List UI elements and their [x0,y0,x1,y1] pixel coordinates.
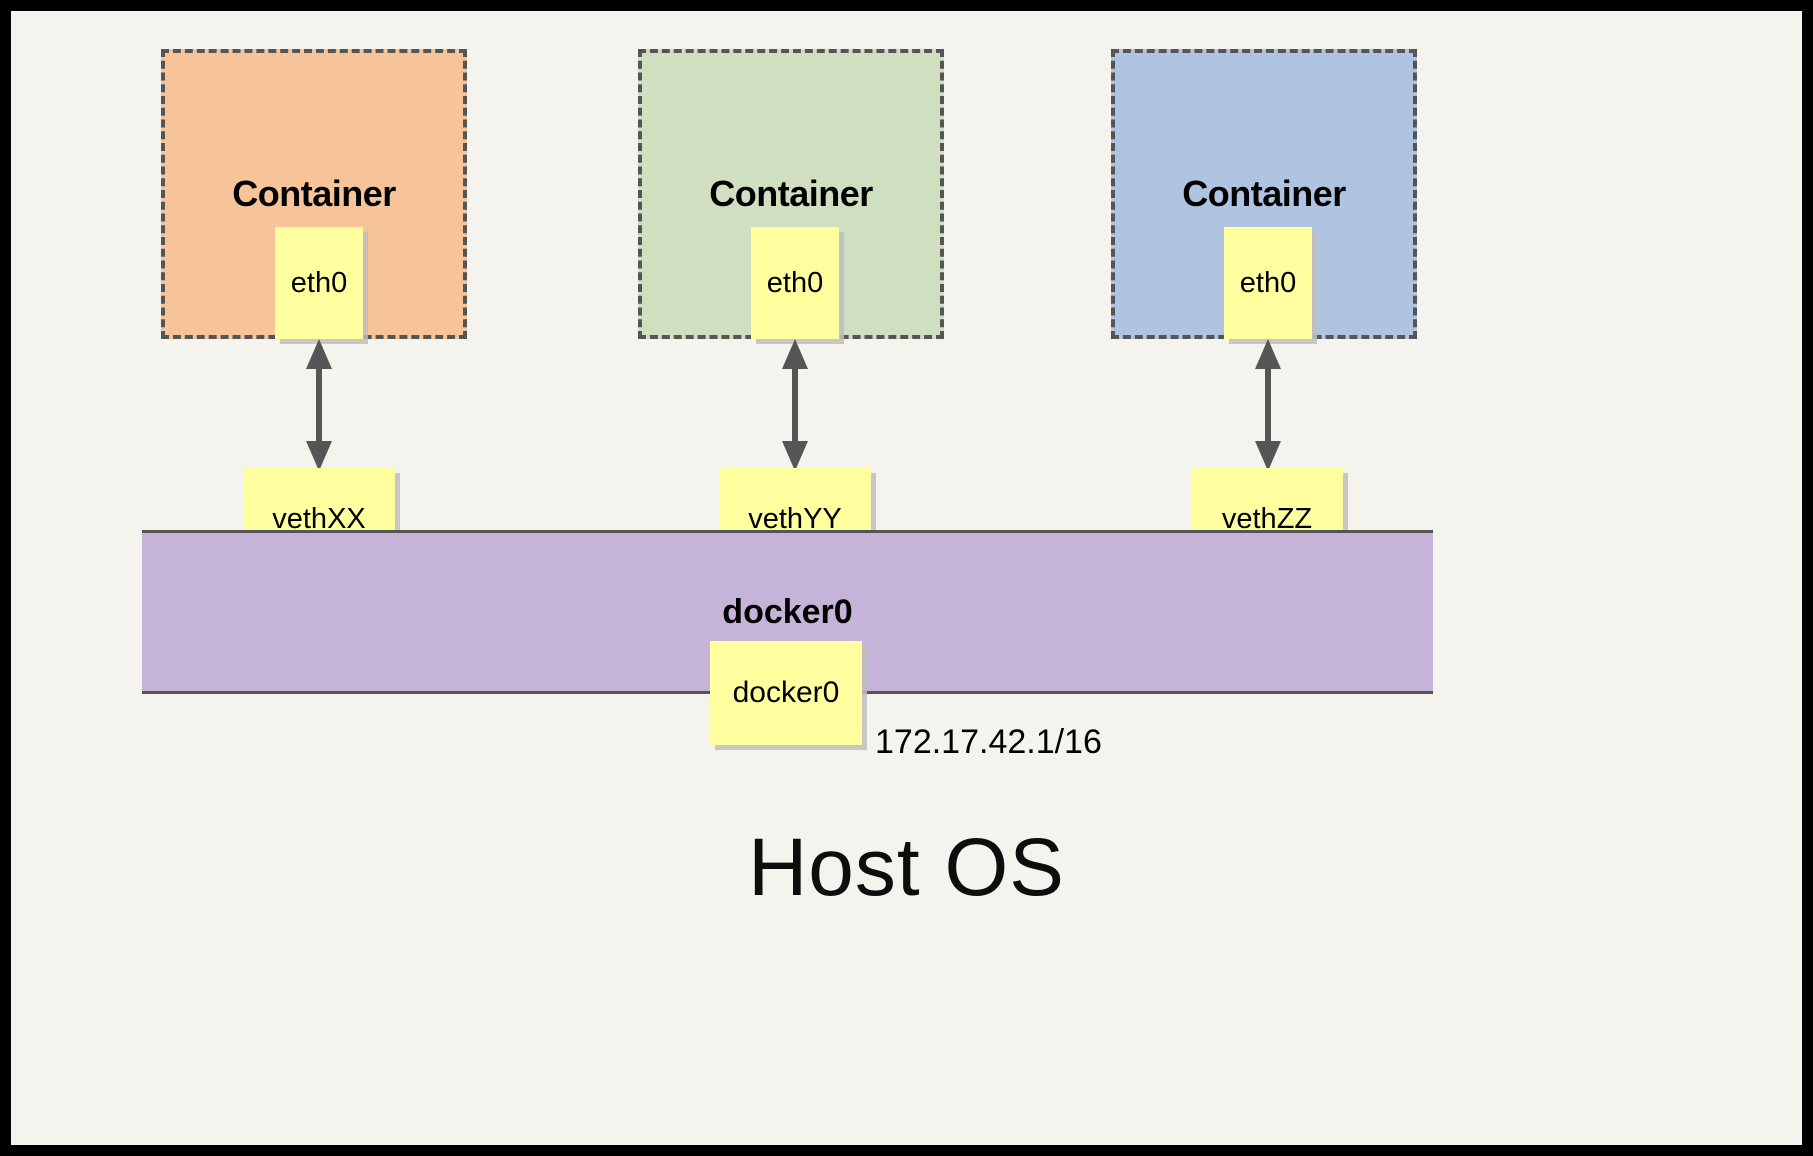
host-os-label: Host OS [748,822,1065,913]
container-title-1: Container [232,173,396,214]
veth-label-3: vethZZ [1221,502,1313,535]
eth0-interface-box-1[interactable]: eth0 [275,227,363,339]
veth-label-2: vethYY [748,502,842,535]
eth0-label-1: eth0 [290,266,348,299]
veth-label-1: vethXX [272,502,366,535]
docker0-ip-address: 172.17.42.1/16 [875,723,1102,761]
eth0-label-2: eth0 [766,266,824,299]
container-title-2: Container [709,173,873,214]
docker0-interface-label: docker0 [732,676,840,709]
eth0-interface-box-3[interactable]: eth0 [1224,227,1312,339]
diagram-canvas: Container eth0 vethXX Container eth0 vet… [11,11,1802,1145]
eth0-interface-box-2[interactable]: eth0 [751,227,839,339]
bidirectional-arrow-icon-1 [306,339,332,471]
eth0-label-3: eth0 [1239,266,1297,299]
bidirectional-arrow-icon-3 [1255,339,1281,471]
docker0-interface-box[interactable]: docker0 [710,641,862,745]
bidirectional-arrow-icon-2 [782,339,808,471]
docker0-bar-label: docker0 [722,593,853,631]
container-title-3: Container [1182,173,1346,214]
